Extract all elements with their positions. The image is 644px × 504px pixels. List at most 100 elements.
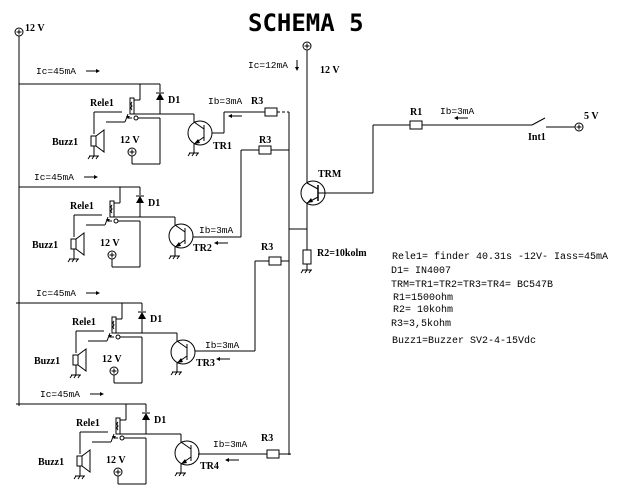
schematic-title: SCHEMA 5: [248, 9, 364, 37]
diode-icon: [156, 93, 164, 100]
r2-label: R2=10kolm: [317, 248, 367, 259]
emitter-arrow-icon: [175, 242, 181, 247]
contact-terminal-icon: [133, 115, 139, 121]
r1-label: R1: [410, 107, 422, 118]
base-current-label: Ib=3mA: [199, 225, 234, 236]
contact-terminal-icon: [119, 435, 125, 441]
local-12v-terminal-icon: [107, 250, 117, 260]
relay-spring-icon: [112, 320, 115, 330]
trm-12v-terminal-icon: [302, 41, 312, 51]
diode-label: D1: [150, 314, 162, 325]
trm-12v-label: 12 V: [320, 65, 340, 76]
5v-label: 5 V: [584, 111, 599, 122]
r3-tr3-resistor: [268, 256, 282, 266]
base-current-label: Ib=3mA: [213, 439, 248, 450]
int1-label: Int1: [528, 132, 546, 143]
npn-transistor-icon: [170, 339, 196, 365]
base-current-label: Ib=3mA: [208, 96, 243, 107]
speaker-icon: [95, 129, 105, 153]
buzzer-icon: [76, 455, 83, 467]
r1-current-label: Ib=3mA: [440, 106, 475, 117]
note-line: Rele1= finder 40.31s -12V- Iass=45mA: [392, 251, 608, 263]
down-arrow-icon: [295, 60, 299, 71]
r3-tr1-label: R3: [251, 96, 263, 107]
relay-label: Rele1: [90, 98, 114, 109]
ground-icon: [67, 258, 80, 263]
plus-terminal-icon: [14, 27, 24, 37]
buzzer-label: Buzz1: [34, 356, 60, 367]
contact-blade: [124, 113, 129, 123]
left-arrow-icon: [213, 240, 229, 246]
r1-resistor: [409, 120, 423, 130]
transistor-label: TR3: [196, 358, 215, 369]
local-12v-label: 12 V: [120, 135, 140, 146]
base-current-label: Ib=3mA: [205, 340, 240, 351]
speaker-icon: [75, 232, 85, 256]
local-12v-label: 12 V: [100, 238, 120, 249]
diode-icon: [142, 413, 150, 420]
collector-current-label: Ic=45mA: [34, 172, 74, 183]
5v-terminal-icon: [574, 122, 584, 132]
npn-transistor-icon: [168, 223, 194, 249]
trm-current-label: Ic=12mA: [248, 60, 288, 71]
relay-label: Rele1: [72, 317, 96, 328]
collector-current-label: Ic=45mA: [40, 389, 80, 400]
note-line: R1=1500ohm: [393, 292, 453, 304]
ground-icon: [73, 475, 86, 480]
r3-tr4-label: R3: [261, 433, 273, 444]
right-arrow-icon: [89, 391, 105, 397]
buzzer-label: Buzz1: [52, 137, 78, 148]
collector-current-label: Ic=45mA: [36, 288, 76, 299]
right-arrow-icon: [83, 174, 99, 180]
collector-current-label: Ic=45mA: [36, 66, 76, 77]
diode-label: D1: [148, 198, 160, 209]
npn-transistor-icon: [174, 440, 200, 466]
local-12v-label: 12 V: [106, 455, 126, 466]
left-arrow-icon: [224, 457, 240, 463]
transistor-label: TR1: [213, 141, 232, 152]
buzzer-label: Buzz1: [32, 240, 58, 251]
emitter-arrow-icon: [181, 459, 187, 464]
relay-label: Rele1: [76, 418, 100, 429]
relay-spring-icon: [116, 421, 119, 431]
note-line: D1= IN4007: [391, 266, 451, 277]
diode-label: D1: [168, 95, 180, 106]
emitter-arrow-icon: [177, 358, 183, 363]
npn-transistor-icon: [187, 120, 213, 146]
speaker-icon: [81, 449, 91, 473]
r3-tr2-label: R3: [259, 135, 271, 146]
r3-tr3-label: R3: [261, 242, 273, 253]
ground-icon: [300, 269, 313, 274]
transistor-label: TR2: [193, 243, 212, 254]
ground-icon: [174, 472, 187, 477]
transistor-collector: [176, 340, 188, 349]
diode-icon: [138, 312, 146, 319]
relay-spring-icon: [130, 101, 133, 111]
trm-transistor-symbol: [300, 180, 326, 206]
relay-label: Rele1: [70, 201, 94, 212]
diode-label: D1: [154, 415, 166, 426]
trm-label: TRM: [318, 169, 342, 180]
local-12v-terminal-icon: [109, 366, 119, 376]
int1-switch[interactable]: [531, 117, 575, 128]
transistor-label: TR4: [200, 461, 219, 472]
relay-spring-icon: [110, 204, 113, 214]
right-arrow-icon: [85, 290, 101, 296]
note-line: R2= 10kohm: [393, 304, 453, 316]
left-arrow-icon: [215, 356, 231, 362]
local-12v-terminal-icon: [113, 467, 123, 477]
r3-tr4-resistor: [266, 449, 280, 459]
ground-icon: [87, 155, 100, 160]
buzzer-icon: [90, 135, 97, 147]
ground-icon: [187, 152, 200, 157]
left-arrow-icon: [227, 113, 243, 119]
main-12v-label: 12 V: [25, 23, 45, 34]
buzzer-label: Buzz1: [38, 457, 64, 468]
r2-resistor: [302, 249, 312, 265]
